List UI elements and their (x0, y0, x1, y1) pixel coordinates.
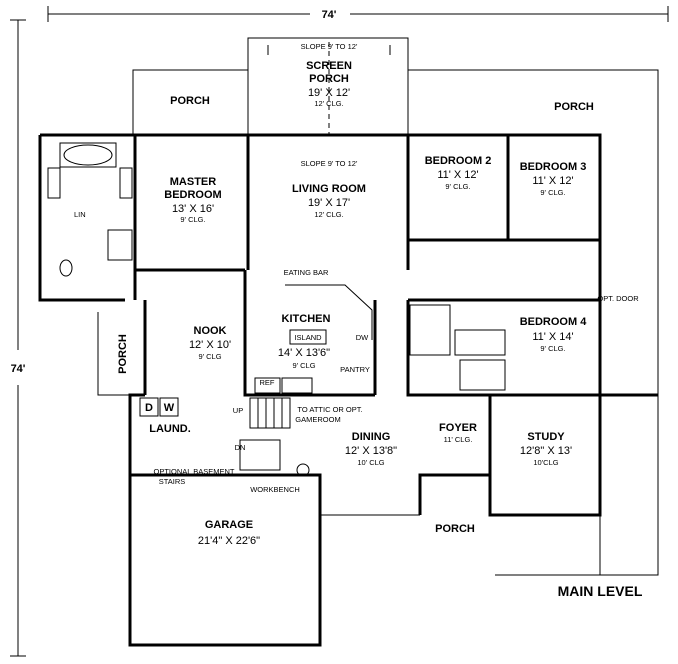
basement-label-1: OPTIONAL BASEMENT (154, 467, 235, 476)
island-label: ISLAND (294, 333, 322, 342)
kitchen-counters (254, 284, 373, 394)
screen-porch-slope: SLOPE 9' TO 12' (301, 42, 358, 51)
screen-porch-name1: SCREEN (306, 60, 352, 72)
master-bedroom-name2: BEDROOM (164, 189, 221, 201)
study-size: 12'8" X 13' (520, 445, 572, 457)
porch-top-right: PORCH (554, 101, 594, 113)
master-bedroom-clg: 9' CLG. (180, 215, 205, 224)
dryer-label: D (145, 402, 153, 414)
width-label: 74' (322, 9, 337, 21)
nook-clg: 9' CLG (198, 352, 221, 361)
basement-label-2: STAIRS (159, 477, 186, 486)
porch-top-left: PORCH (170, 95, 210, 107)
garage-size: 21'4" X 22'6" (198, 535, 260, 547)
kitchen-clg: 9' CLG (292, 361, 315, 370)
stairs (239, 397, 310, 477)
laundry-name: LAUND. (149, 423, 191, 435)
bedroom3-name: BEDROOM 3 (520, 161, 587, 173)
foyer-name: FOYER (439, 422, 477, 434)
plan-title: MAIN LEVEL (558, 583, 643, 599)
screen-porch-clg: 12' CLG. (314, 99, 343, 108)
bedroom2-name: BEDROOM 2 (425, 155, 492, 167)
pantry-label: PANTRY (340, 365, 370, 374)
screen-porch-size: 19' X 12' (308, 87, 350, 99)
master-bedroom-size: 13' X 16' (172, 203, 214, 215)
eating-bar-label: EATING BAR (284, 268, 329, 277)
living-room-slope: SLOPE 9' TO 12' (301, 159, 358, 168)
master-bedroom-name1: MASTER (170, 176, 217, 188)
ref-label: REF (260, 378, 275, 387)
depth-dimension: 74' (10, 19, 26, 657)
attic-label-1: TO ATTIC OR OPT. (297, 405, 362, 414)
study-clg: 10'CLG (533, 458, 558, 467)
width-dimension: 74' (47, 6, 669, 22)
foyer-clg: 11' CLG. (444, 435, 473, 444)
dw-label: DW (356, 333, 369, 342)
laundry-fixtures (139, 397, 179, 417)
bedroom2-size: 11' X 12' (437, 169, 478, 181)
bedroom2-clg: 9' CLG. (445, 182, 470, 191)
bedroom4-bath (409, 304, 506, 391)
dn-label: DN (235, 443, 246, 452)
bedroom3-size: 11' X 12' (532, 175, 573, 187)
master-bath-fixtures (47, 142, 133, 277)
washer-label: W (164, 402, 175, 414)
study-name: STUDY (527, 431, 565, 443)
attic-label-2: GAMEROOM (295, 415, 340, 424)
up-label: UP (233, 406, 243, 415)
garage-walls (128, 475, 322, 647)
opt-door-label: OPT. DOOR (597, 294, 639, 303)
screen-porch-name2: PORCH (309, 73, 349, 85)
bedroom4-clg: 9' CLG. (540, 344, 565, 353)
kitchen-name: KITCHEN (282, 313, 331, 325)
bedroom4-name: BEDROOM 4 (520, 316, 588, 328)
dining-size: 12' X 13'8" (345, 445, 397, 457)
nook-size: 12' X 10' (189, 339, 231, 351)
dining-name: DINING (352, 431, 391, 443)
porch-left: PORCH (117, 334, 129, 374)
living-room-size: 19' X 17' (308, 197, 350, 209)
porch-front: PORCH (435, 523, 475, 535)
room-labels: SLOPE 9' TO 12' SCREEN PORCH 19' X 12' 1… (74, 42, 639, 547)
dining-clg: 10' CLG (357, 458, 384, 467)
bedroom3-clg: 9' CLG. (540, 188, 565, 197)
workbench-label: WORKBENCH (250, 485, 300, 494)
living-room-clg: 12' CLG. (314, 210, 343, 219)
bedroom4-size: 11' X 14' (532, 331, 573, 343)
depth-label: 74' (11, 363, 26, 375)
garage-name: GARAGE (205, 519, 253, 531)
living-room-name: LIVING ROOM (292, 183, 366, 195)
lin-label: LIN (74, 210, 86, 219)
kitchen-size: 14' X 13'6" (278, 347, 330, 359)
nook-name: NOOK (194, 325, 227, 337)
